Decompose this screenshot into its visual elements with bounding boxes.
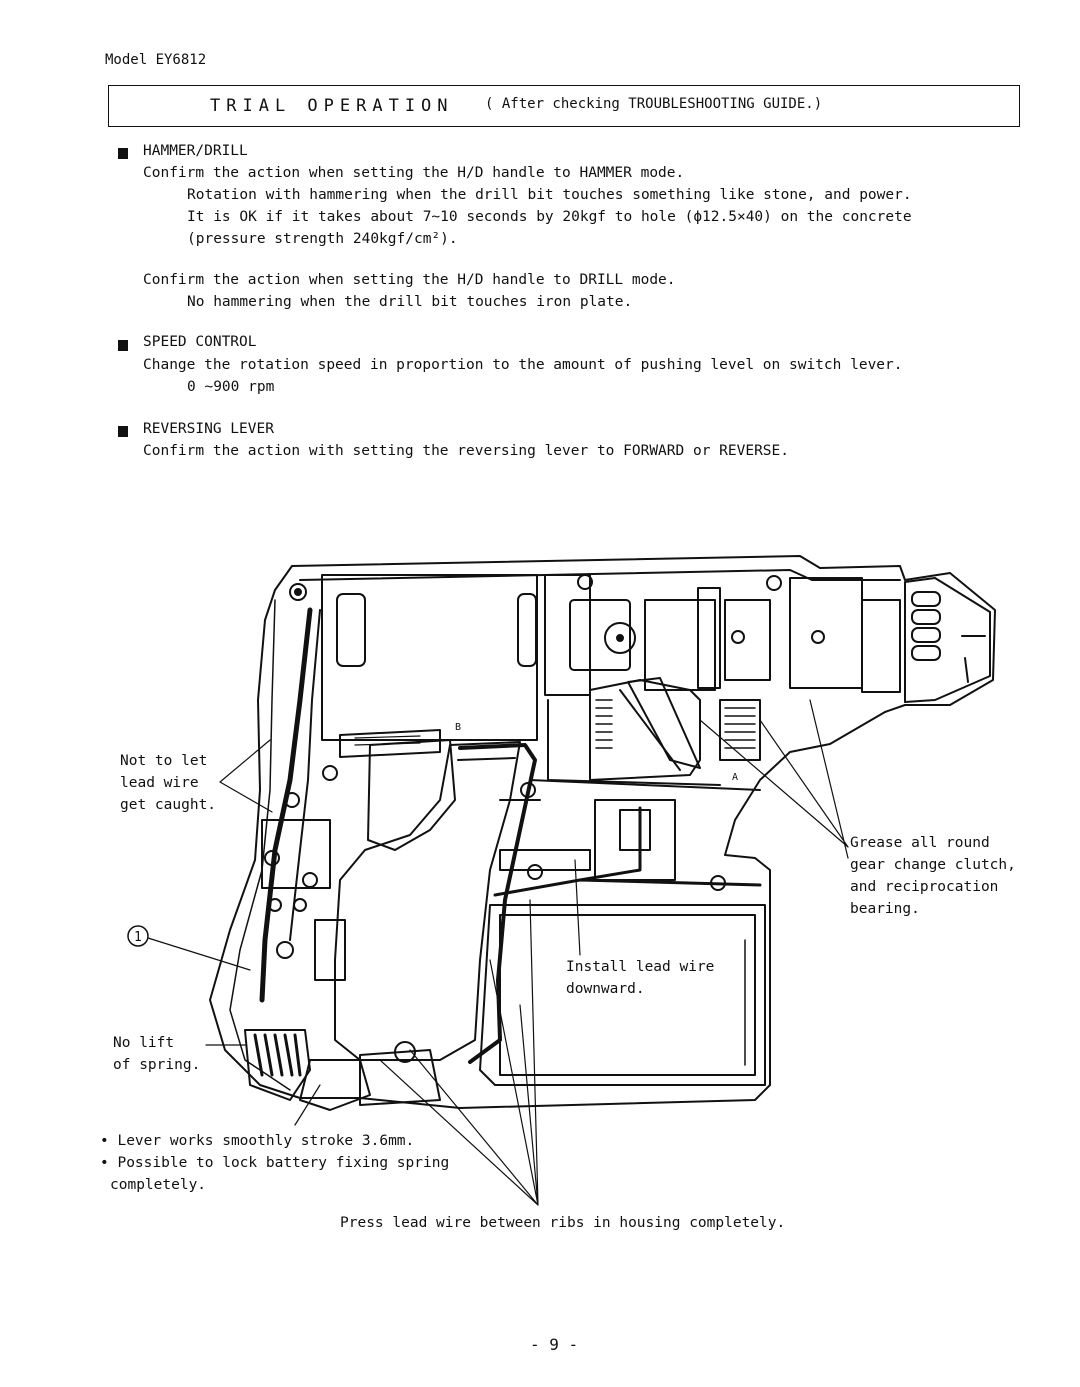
annotation-line: • Possible to lock battery fixing spring	[100, 1155, 450, 1171]
annotation-line: • Lever works smoothly stroke 3.6mm.	[100, 1133, 415, 1149]
motor-housing	[321, 574, 538, 741]
annotation-press: Press lead wire between ribs in housing …	[340, 1215, 786, 1231]
annotation-grease: Grease all round gear change clutch, and…	[850, 832, 1016, 920]
section-bullet-icon	[118, 148, 128, 159]
annotation-line: downward.	[566, 981, 645, 997]
annotation-line: gear change clutch,	[850, 857, 1016, 873]
annotation-install: Install lead wire downward.	[566, 956, 714, 1000]
title-box	[108, 85, 1020, 127]
body-line: Confirm the action with setting the reve…	[143, 443, 790, 459]
annotation-line: and reciprocation	[850, 879, 999, 895]
body-line: Confirm the action when setting the H/D …	[143, 165, 685, 181]
leader-grease	[699, 699, 849, 859]
section-heading-reversing-lever: REVERSING LEVER	[143, 421, 274, 437]
body-line: Change the rotation speed in proportion …	[143, 357, 903, 373]
body-line: No hammering when the drill bit touches …	[187, 294, 633, 310]
body-line: It is OK if it takes about 7~10 seconds …	[187, 209, 912, 225]
page-number: - 9 -	[530, 1335, 579, 1354]
leader-lead-wire	[219, 739, 273, 813]
trigger-switch	[367, 739, 456, 851]
section-bullet-icon	[118, 426, 128, 437]
annotation-line: No lift	[113, 1035, 175, 1051]
leader-install	[574, 859, 581, 956]
annotation-no-lift: No lift of spring.	[113, 1032, 200, 1076]
annotation-line: lead wire	[120, 775, 199, 791]
section-heading-speed-control: SPEED CONTROL	[143, 334, 257, 350]
annotation-line: get caught.	[120, 797, 217, 813]
battery-latch-spring	[244, 1029, 311, 1101]
page-title: TRIAL OPERATION	[210, 96, 454, 116]
chuck	[904, 577, 991, 703]
leader-callout-1	[147, 937, 251, 971]
leader-lever-notes	[294, 1084, 321, 1126]
lead-wire	[259, 607, 313, 1003]
annotation-line: Not to let	[120, 753, 208, 769]
section-bullet-icon	[118, 340, 128, 351]
handle-grip	[334, 741, 521, 1061]
body-line: Rotation with hammering when the drill b…	[187, 187, 912, 203]
annotation-line: Install lead wire	[566, 959, 715, 975]
gear-clutch	[589, 679, 701, 781]
body-line: (pressure strength 240kgf/cm²).	[187, 231, 458, 247]
body-line: 0 ~900 rpm	[187, 379, 275, 395]
housing-outline	[209, 555, 996, 1109]
annotation-line: Grease all round	[850, 835, 990, 851]
label-a: A	[732, 772, 738, 783]
annotation-line: of spring.	[113, 1057, 201, 1073]
section-heading-hammer-drill: HAMMER/DRILL	[143, 143, 248, 159]
leader-press	[379, 899, 539, 1206]
body-line: Confirm the action when setting the H/D …	[143, 272, 676, 288]
drill-cutaway-diagram: A B 1	[127, 555, 996, 1206]
label-b: B	[455, 722, 461, 733]
annotation-lead-wire: Not to let lead wire get caught.	[120, 750, 216, 816]
annotation-lever-notes: • Lever works smoothly stroke 3.6mm. • P…	[100, 1130, 449, 1196]
title-note: ( After checking TROUBLESHOOTING GUIDE.)	[485, 96, 823, 112]
battery-pack	[479, 904, 766, 1086]
model-label: Model EY6812	[105, 52, 207, 68]
callout-number: 1	[134, 930, 142, 945]
annotation-line: completely.	[110, 1177, 207, 1193]
annotation-line: bearing.	[850, 901, 920, 917]
